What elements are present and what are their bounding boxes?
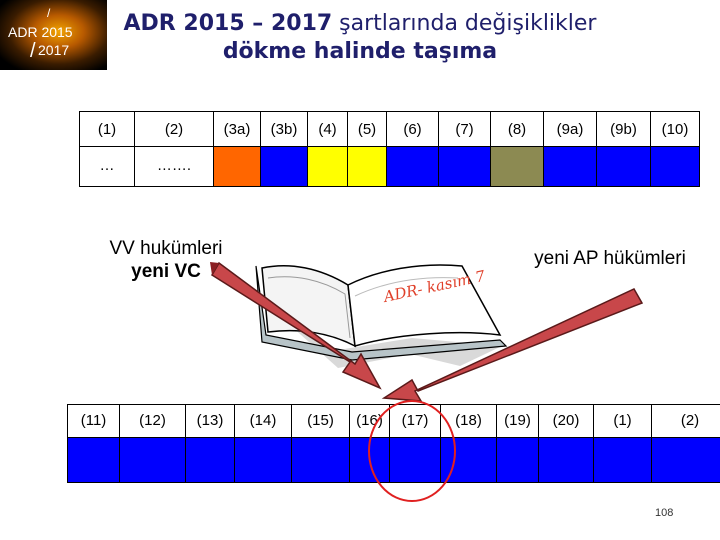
top-label-10: (10) bbox=[650, 111, 700, 147]
top-label-3a: (3a) bbox=[213, 111, 261, 147]
bottom-label-14: (14) bbox=[234, 404, 292, 438]
bottom-color-14 bbox=[234, 437, 292, 483]
logo-year-end: 2017 bbox=[38, 42, 70, 58]
top-label-6: (6) bbox=[386, 111, 439, 147]
top-label-9a: (9a) bbox=[543, 111, 597, 147]
bottom-label-11: (11) bbox=[67, 404, 120, 438]
bottom-color-2 bbox=[651, 437, 720, 483]
vv-note-line-2-text: yeni VC bbox=[131, 261, 201, 282]
page-number: 108 bbox=[655, 507, 674, 519]
adr-logo: / ADR 2015 / 2017 bbox=[0, 0, 107, 70]
top-label-9b: (9b) bbox=[596, 111, 651, 147]
bottom-color-1 bbox=[593, 437, 652, 483]
page-title: ADR 2015 – 2017 şartlarında değişiklikle… bbox=[110, 10, 610, 66]
top-labels-row: (1) (2) (3a) (3b) (4) (5) (6) (7) (8) (9… bbox=[79, 111, 700, 147]
bottom-label-1: (1) bbox=[593, 404, 652, 438]
bottom-color-17 bbox=[389, 437, 441, 483]
top-color-6 bbox=[386, 146, 439, 187]
bottom-label-18: (18) bbox=[440, 404, 497, 438]
bottom-color-19 bbox=[496, 437, 539, 483]
highlight-circle bbox=[368, 400, 456, 502]
logo-slash-top: / bbox=[47, 6, 51, 20]
title-line-2: dökme halinde taşıma bbox=[222, 39, 498, 64]
bottom-label-15: (15) bbox=[291, 404, 350, 438]
top-label-4: (4) bbox=[307, 111, 348, 147]
book-cover bbox=[255, 265, 508, 361]
bottom-color-13 bbox=[185, 437, 235, 483]
book-illustration: ADR- kasım 7 bbox=[255, 264, 508, 368]
bottom-label-17: (17) bbox=[389, 404, 441, 438]
title-line-1: ADR 2015 – 2017 şartlarında değişiklikle… bbox=[110, 10, 610, 38]
bottom-label-19: (19) bbox=[496, 404, 539, 438]
logo-year-start: ADR 2015 bbox=[8, 24, 73, 40]
left-arrow bbox=[210, 261, 382, 390]
bottom-color-12 bbox=[119, 437, 186, 483]
top-color-5 bbox=[347, 146, 387, 187]
title-normal-part: şartlarında değişiklikler bbox=[332, 11, 597, 36]
top-label-8: (8) bbox=[490, 111, 544, 147]
top-color-10 bbox=[650, 146, 700, 187]
bottom-labels-row: (11) (12) (13) (14) (15) (16) (17) (18) … bbox=[67, 404, 720, 438]
top-color-3b bbox=[260, 146, 308, 187]
right-arrow bbox=[381, 288, 644, 402]
top-color-3a bbox=[213, 146, 261, 187]
vv-note: VV hukümleri yeni VC bbox=[86, 237, 246, 283]
ap-note: yeni AP hükümleri bbox=[534, 248, 686, 269]
vv-note-line-1: VV hukümleri bbox=[109, 238, 223, 259]
top-color-9b bbox=[596, 146, 651, 187]
logo-slash-bottom: / bbox=[30, 40, 36, 62]
top-value-1: … bbox=[79, 146, 135, 187]
top-label-7: (7) bbox=[438, 111, 491, 147]
top-color-7 bbox=[438, 146, 491, 187]
vv-note-line-2: yeni VC bbox=[86, 260, 246, 283]
title-bold-part: ADR 2015 – 2017 bbox=[123, 11, 333, 36]
top-values-row: … ……. bbox=[79, 146, 700, 187]
top-value-2: ……. bbox=[134, 146, 214, 187]
bottom-color-20 bbox=[538, 437, 594, 483]
bottom-label-13: (13) bbox=[185, 404, 235, 438]
top-label-1: (1) bbox=[79, 111, 135, 147]
top-label-2: (2) bbox=[134, 111, 214, 147]
